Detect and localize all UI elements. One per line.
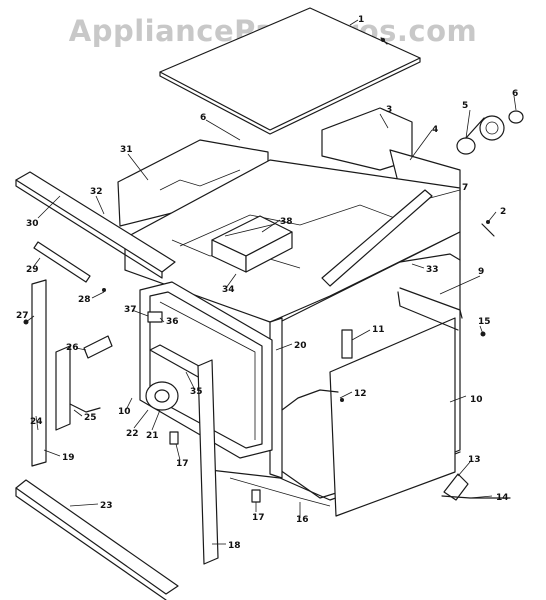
callout-32: 32 <box>90 187 103 197</box>
fan-motor <box>145 381 179 411</box>
callout-31: 31 <box>120 145 133 155</box>
top-front-rail <box>15 171 176 279</box>
front-leg <box>197 359 219 565</box>
callout-9: 9 <box>478 267 484 277</box>
callout-24: 24 <box>30 417 43 427</box>
diagonal-brace <box>321 189 433 287</box>
callout-36: 36 <box>166 317 179 327</box>
control-box <box>211 215 293 273</box>
leader-lines <box>25 95 517 545</box>
callout-38: 38 <box>280 217 293 227</box>
callout-5: 5 <box>462 101 468 111</box>
top-panel <box>159 7 421 135</box>
callout-18: 18 <box>228 541 241 551</box>
hinge-assembly <box>83 335 113 359</box>
callout-28: 28 <box>78 295 91 305</box>
callout-20: 20 <box>294 341 307 351</box>
callout-33: 33 <box>426 265 439 275</box>
callout-2: 2 <box>500 207 506 217</box>
callout-7: 7 <box>462 183 468 193</box>
bracket <box>341 329 353 359</box>
callout-35: 35 <box>190 387 203 397</box>
callout-17-left: 17 <box>176 459 189 469</box>
screw-1 <box>380 37 388 45</box>
blower-motor <box>456 115 505 155</box>
callout-12: 12 <box>354 389 367 399</box>
callout-22: 22 <box>126 429 139 439</box>
callout-6-panel: 6 <box>200 113 206 123</box>
callout-16: 16 <box>296 515 309 525</box>
vent-bar <box>33 241 91 283</box>
callout-1: 1 <box>358 15 364 25</box>
callout-10-frame: 10 <box>118 407 131 417</box>
callout-21: 21 <box>146 431 159 441</box>
callout-37: 37 <box>124 305 137 315</box>
callout-11: 11 <box>372 325 385 335</box>
grommet <box>508 110 524 124</box>
callout-4: 4 <box>432 125 438 135</box>
callout-17-right: 17 <box>252 513 265 523</box>
door-panel-right <box>329 317 456 517</box>
kick-plate <box>15 479 179 600</box>
side-rail <box>399 253 461 263</box>
callout-26: 26 <box>66 343 79 353</box>
callout-25: 25 <box>84 413 97 423</box>
callout-23: 23 <box>100 501 113 511</box>
callout-13: 13 <box>468 455 481 465</box>
callout-labels: 1 2 3 4 5 6 6 7 9 10 10 11 12 13 14 15 1… <box>16 15 518 551</box>
callout-15: 15 <box>478 317 491 327</box>
hinge <box>281 389 344 411</box>
rod <box>397 287 463 331</box>
spring <box>69 403 101 413</box>
callout-27: 27 <box>16 311 29 321</box>
callout-19: 19 <box>62 453 75 463</box>
callout-14: 14 <box>496 493 509 503</box>
left-column <box>31 279 71 467</box>
screw-2 <box>481 220 495 237</box>
callout-30: 30 <box>26 219 39 229</box>
terminal-block <box>147 311 163 323</box>
callout-6-grommet: 6 <box>512 89 518 99</box>
callout-3: 3 <box>386 105 392 115</box>
callout-10-door: 10 <box>470 395 483 405</box>
callout-29: 29 <box>26 265 39 275</box>
screw-28 <box>102 288 106 292</box>
callout-34: 34 <box>222 285 235 295</box>
